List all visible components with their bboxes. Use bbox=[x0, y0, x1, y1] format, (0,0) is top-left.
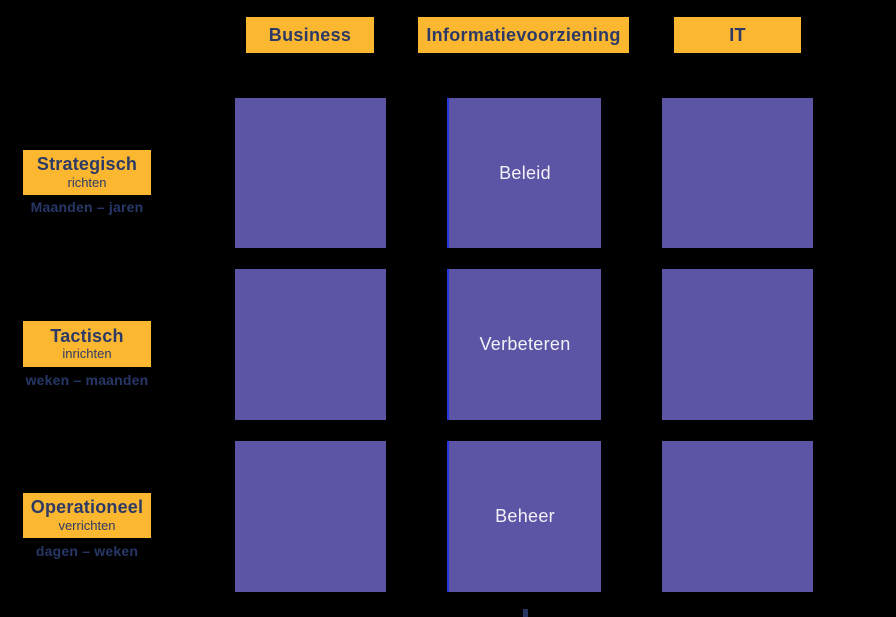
cell-label-verbeteren: Verbeteren bbox=[479, 334, 571, 354]
grid-cell-informatievoorziening-strategisch: Beleid bbox=[447, 98, 601, 248]
grid-cell-it-operationeel bbox=[662, 441, 813, 592]
row-title-operationeel: Operationeel bbox=[30, 497, 144, 518]
column-header-informatievoorziening: Informatievoorziening bbox=[418, 17, 629, 53]
row-title-strategisch: Strategisch bbox=[36, 154, 138, 175]
bottom-edge-artifact-mark bbox=[523, 609, 528, 617]
row-subtitle-inrichten: inrichten bbox=[62, 346, 112, 362]
timescale-operationeel: dagen – weken bbox=[35, 543, 139, 559]
column-header-it-label: IT bbox=[729, 24, 746, 45]
timescale-tactisch: weken – maanden bbox=[25, 372, 149, 388]
timescale-strategisch: Maanden – jaren bbox=[30, 199, 144, 215]
grid-cell-it-strategisch bbox=[662, 98, 813, 248]
column-header-business-label: Business bbox=[268, 24, 352, 45]
row-label-operationeel: Operationeel verrichten bbox=[23, 493, 151, 538]
grid-cell-it-tactisch bbox=[662, 269, 813, 420]
row-subtitle-verrichten: verrichten bbox=[58, 517, 116, 533]
cell-label-beleid: Beleid bbox=[499, 162, 551, 183]
cell-label-beheer: Beheer bbox=[495, 506, 555, 526]
column-header-informatievoorziening-label: Informatievoorziening bbox=[426, 24, 621, 45]
row-subtitle-richten: richten bbox=[67, 174, 107, 190]
row-label-strategisch: Strategisch richten bbox=[23, 150, 151, 195]
row-title-tactisch: Tactisch bbox=[50, 325, 124, 346]
grid-cell-business-operationeel bbox=[235, 441, 386, 592]
column-header-it: IT bbox=[674, 17, 801, 53]
grid-cell-informatievoorziening-operationeel: Beheer bbox=[447, 441, 601, 592]
row-label-tactisch: Tactisch inrichten bbox=[23, 321, 151, 367]
grid-cell-business-tactisch bbox=[235, 269, 386, 420]
column-header-business: Business bbox=[246, 17, 374, 53]
grid-cell-informatievoorziening-tactisch: Verbeteren bbox=[447, 269, 601, 420]
grid-cell-business-strategisch bbox=[235, 98, 386, 248]
